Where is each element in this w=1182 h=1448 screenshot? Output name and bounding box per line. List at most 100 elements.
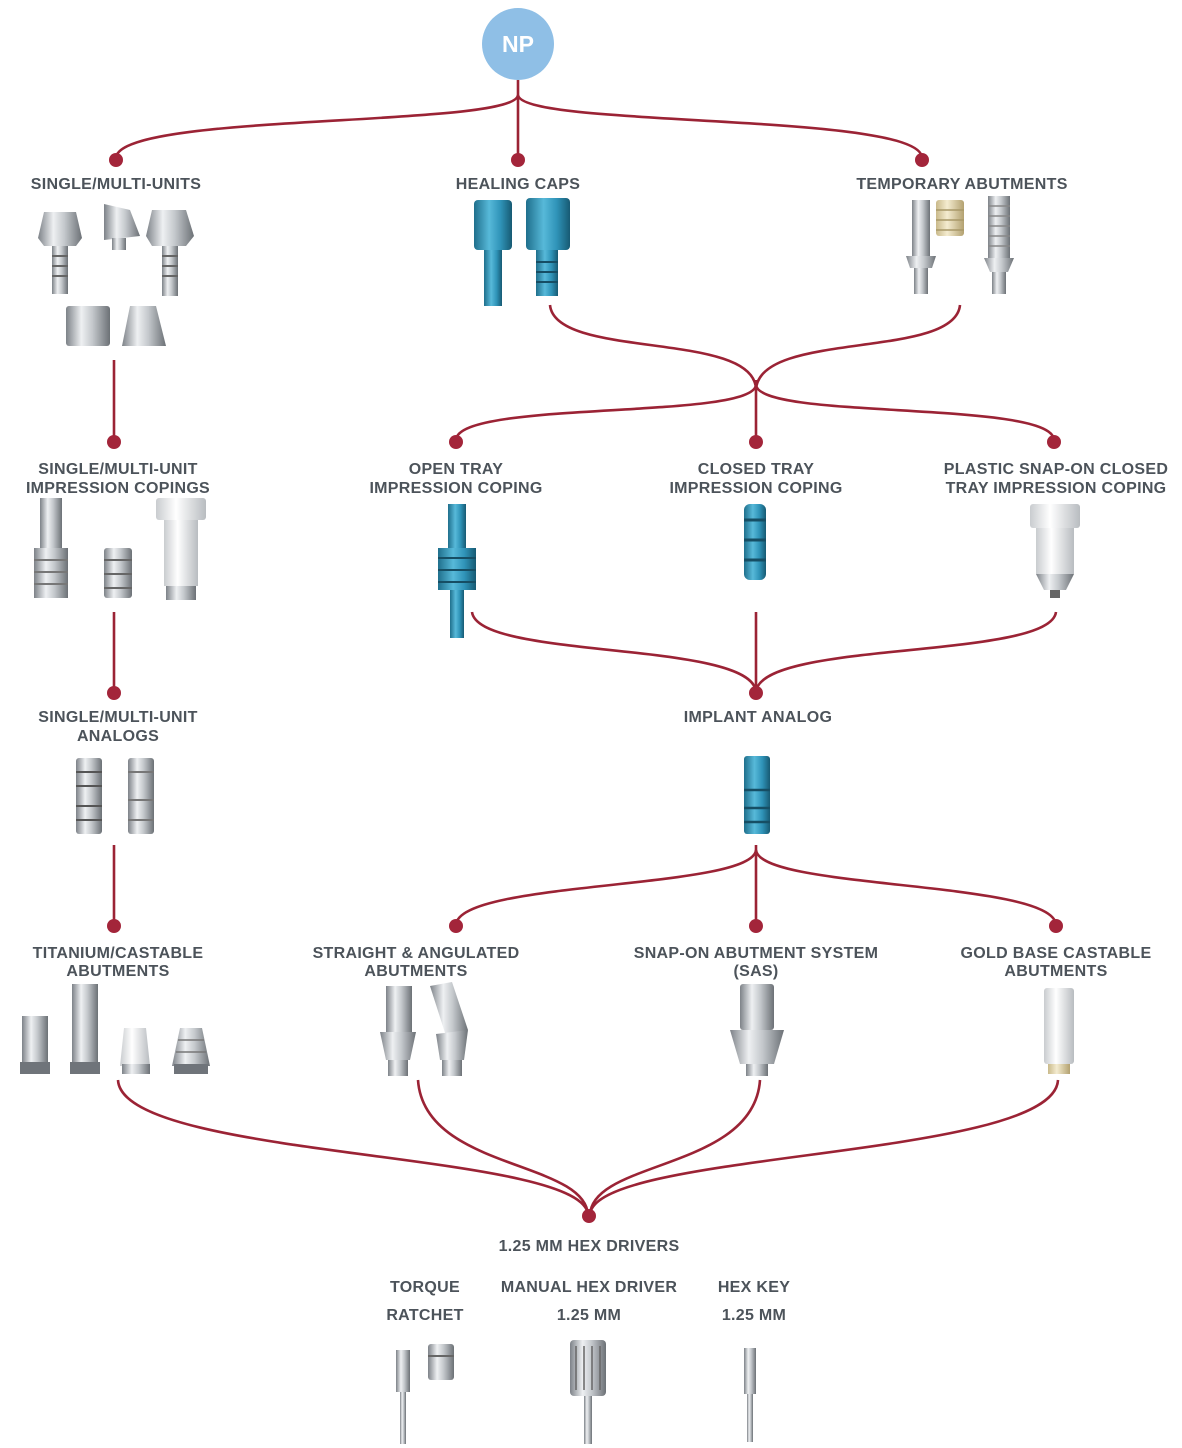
label-implant-analog: IMPLANT ANALOG (684, 709, 832, 726)
impression-coping-image (104, 548, 132, 598)
node-dot (749, 919, 763, 933)
label-gold-base-1: GOLD BASE CASTABLE (961, 945, 1152, 962)
implant-analog-image (744, 756, 770, 834)
healing-cap-image (474, 200, 512, 306)
impression-coping-image (34, 498, 68, 598)
node-dot (107, 435, 121, 449)
castable-abutment-image (120, 1028, 150, 1074)
label-manual-hex-driver-1: MANUAL HEX DRIVER (501, 1279, 678, 1296)
node-dot (511, 153, 525, 167)
titanium-abutment-image (70, 984, 100, 1074)
angulated-abutment-image (430, 982, 468, 1076)
analog-image (76, 758, 102, 834)
hex-key-image (744, 1348, 756, 1442)
label-analogs-1: SINGLE/MULTI-UNIT (38, 709, 197, 726)
straight-abutment-image (380, 986, 416, 1076)
label-temporary-abutments: TEMPORARY ABUTMENTS (856, 176, 1067, 193)
titanium-castable-images (20, 984, 210, 1074)
label-titanium-castable-1: TITANIUM/CASTABLE (33, 945, 204, 962)
label-hex-key-1: HEX KEY (718, 1279, 790, 1296)
plastic-sleeve-image (936, 200, 964, 236)
label-sas-1: SNAP-ON ABUTMENT SYSTEM (634, 945, 879, 962)
label-titanium-castable-2: ABUTMENTS (66, 963, 169, 980)
gold-base-image (1044, 988, 1074, 1074)
plastic-snap-coping-image (1030, 504, 1080, 598)
connector-open-analog (470, 611, 758, 693)
np-circle (482, 8, 554, 80)
node-dot (749, 686, 763, 700)
label-plastic-snap-1: PLASTIC SNAP-ON CLOSED (944, 461, 1168, 478)
connector-np-temporary (516, 94, 924, 159)
abutment-image (104, 204, 140, 250)
torque-ratchet-head-image (428, 1344, 454, 1380)
label-closed-tray-1: CLOSED TRAY (698, 461, 815, 478)
connector-sas-drivers (588, 1079, 762, 1216)
single-multi-units-images (38, 204, 194, 346)
temporary-abutments-images (906, 196, 1014, 294)
impression-copings-images (34, 498, 206, 600)
open-tray-coping-image (438, 504, 476, 638)
node-dot (749, 435, 763, 449)
connector-healing-merge (548, 304, 758, 391)
label-open-tray-1: OPEN TRAY (409, 461, 504, 478)
titanium-abutment-image (20, 1016, 50, 1074)
sas-abutment-image (730, 984, 784, 1076)
healing-cap-image (526, 198, 570, 296)
labels: SINGLE/MULTI-UNITS HEALING CAPS TEMPORAR… (26, 176, 1168, 1324)
castable-abutment-image (172, 1028, 210, 1074)
label-sas-2: (SAS) (733, 963, 778, 980)
label-closed-tray-2: IMPRESSION COPING (669, 480, 842, 497)
abutment-image (146, 210, 194, 296)
label-manual-hex-driver-2: 1.25 MM (557, 1307, 621, 1324)
healing-caps-images (474, 198, 570, 306)
node-dot (449, 919, 463, 933)
temporary-abutment-image (984, 196, 1014, 294)
node-dot (1049, 919, 1063, 933)
connector-temporary-merge (754, 304, 962, 391)
abutment-image (38, 212, 82, 294)
label-torque-ratchet-1: TORQUE (390, 1279, 460, 1296)
connector-np-single-multi (114, 94, 520, 159)
label-open-tray-2: IMPRESSION COPING (369, 480, 542, 497)
node-dot (915, 153, 929, 167)
analogs-images (76, 758, 154, 834)
label-gold-base-2: ABUTMENTS (1004, 963, 1107, 980)
cone-cap-image (122, 306, 166, 346)
connectors (112, 80, 1060, 1216)
connector-titanium-drivers (116, 1079, 590, 1216)
node-dot (107, 919, 121, 933)
label-impression-copings-1: SINGLE/MULTI-UNIT (38, 461, 197, 478)
connector-analog-straight (454, 849, 758, 926)
connector-plastic-analog (754, 611, 1058, 693)
connector-analog-gold (754, 849, 1058, 926)
straight-angulated-images (380, 982, 468, 1076)
manual-hex-driver-image (570, 1340, 606, 1444)
drivers-images (396, 1340, 756, 1444)
node-dots (107, 153, 1063, 1223)
label-hex-drivers: 1.25 MM HEX DRIVERS (499, 1238, 680, 1255)
np-root-node: NP (482, 8, 554, 80)
node-dot (582, 1209, 596, 1223)
node-dot (1047, 435, 1061, 449)
label-healing-caps: HEALING CAPS (456, 176, 581, 193)
connector-gold-drivers (588, 1079, 1060, 1216)
analog-image (128, 758, 154, 834)
label-single-multi-units: SINGLE/MULTI-UNITS (31, 176, 201, 193)
node-dot (109, 153, 123, 167)
label-plastic-snap-2: TRAY IMPRESSION COPING (946, 480, 1167, 497)
label-torque-ratchet-2: RATCHET (386, 1307, 463, 1324)
node-dot (107, 686, 121, 700)
node-dot (449, 435, 463, 449)
cylinder-image (66, 306, 110, 346)
np-label: NP (502, 31, 534, 57)
closed-tray-coping-image (744, 504, 766, 580)
label-hex-key-2: 1.25 MM (722, 1307, 786, 1324)
plastic-coping-image (156, 498, 206, 600)
label-straight-angulated-1: STRAIGHT & ANGULATED (313, 945, 520, 962)
connector-straight-drivers (416, 1079, 590, 1216)
label-impression-copings-2: IMPRESSION COPINGS (26, 480, 210, 497)
label-analogs-2: ANALOGS (77, 728, 159, 745)
connector-merge-plastic (754, 384, 1056, 441)
label-straight-angulated-2: ABUTMENTS (364, 963, 467, 980)
